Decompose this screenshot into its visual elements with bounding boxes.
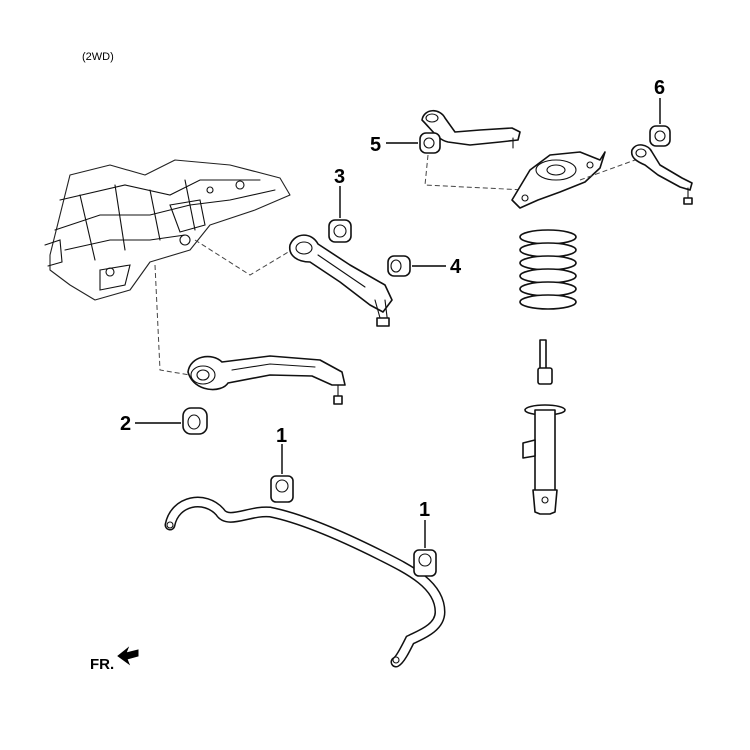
callout-6: 6 xyxy=(654,77,665,99)
alignment-line xyxy=(154,264,191,376)
front-arrow-icon xyxy=(117,646,139,666)
callout-2: 2 xyxy=(120,413,131,435)
alignment-line xyxy=(194,239,301,276)
front-direction-label: FR. xyxy=(90,656,114,673)
bushing-5 xyxy=(419,132,441,154)
coil-spring xyxy=(519,229,577,310)
lower-control-arm xyxy=(288,234,393,327)
callout-5: 5 xyxy=(370,134,381,156)
front-lower-arm xyxy=(187,355,346,405)
bushing-6 xyxy=(649,125,671,147)
callout-3: 3 xyxy=(334,166,345,188)
alignment-line xyxy=(424,154,526,191)
strut-top-mount xyxy=(511,151,606,209)
bushing-3 xyxy=(328,219,352,243)
alignment-line xyxy=(579,159,636,181)
stabilizer-bar xyxy=(164,496,446,668)
callout-1a: 1 xyxy=(276,425,287,447)
shock-absorber xyxy=(522,339,566,515)
front-subframe xyxy=(44,159,291,301)
upper-arm-right xyxy=(630,144,693,205)
bushing-2 xyxy=(182,407,208,435)
stabilizer-bushing-1-left xyxy=(270,475,294,503)
callout-1b: 1 xyxy=(419,499,430,521)
bushing-4 xyxy=(387,255,411,277)
stabilizer-bushing-1-right xyxy=(413,549,437,577)
callout-4: 4 xyxy=(450,256,462,278)
variant-label: (2WD) xyxy=(82,51,114,63)
